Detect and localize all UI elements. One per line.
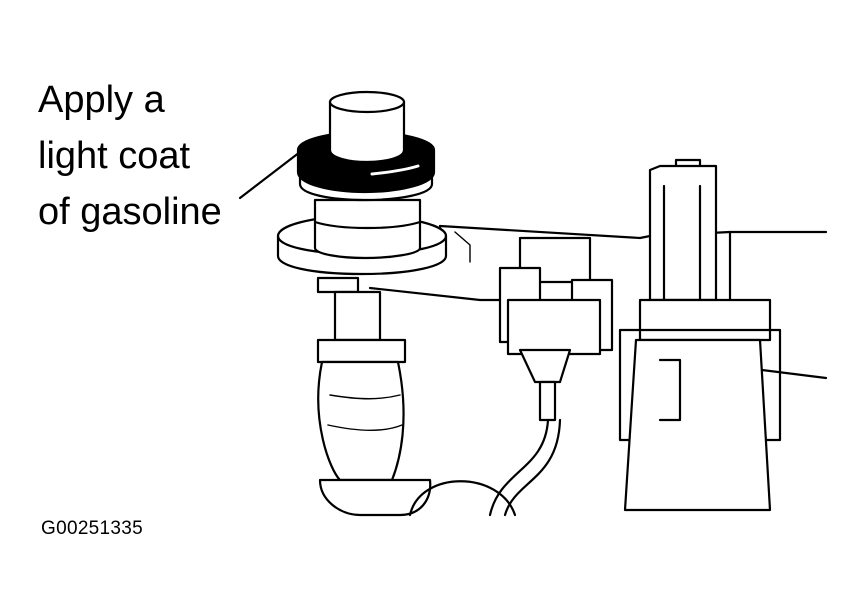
callout-text: Apply a light coat of gasoline (38, 72, 222, 240)
injector-top (328, 90, 406, 164)
callout-line-2: light coat (38, 135, 191, 177)
electrical-connector (488, 236, 614, 517)
callout-line-3: of gasoline (38, 191, 222, 233)
callout-leader-line (238, 150, 302, 200)
callout-line-1: Apply a (38, 79, 165, 121)
injector-lower-body (316, 276, 517, 517)
figure-id: G00251335 (41, 518, 144, 539)
regulator (618, 158, 782, 512)
